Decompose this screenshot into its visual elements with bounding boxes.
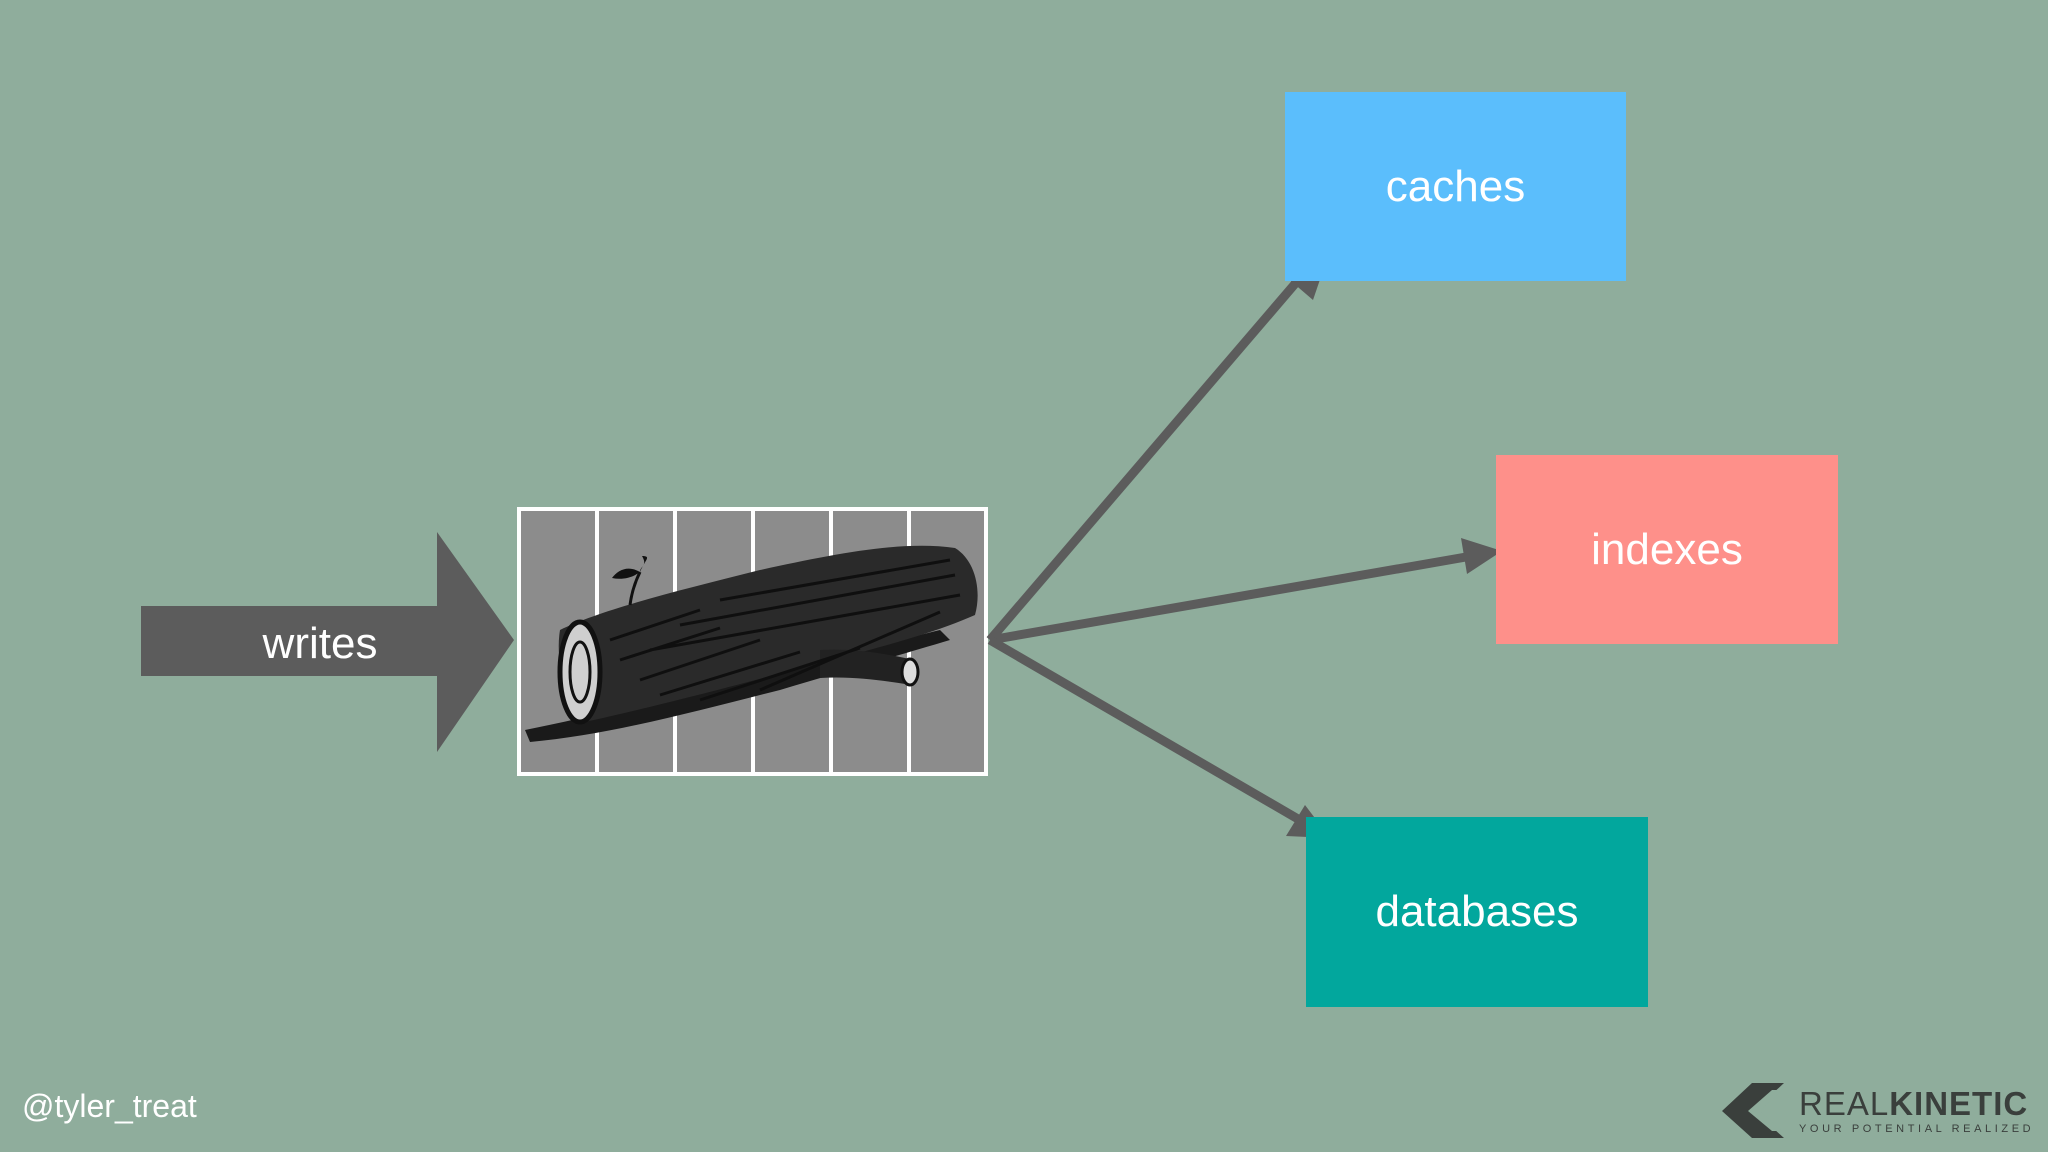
- indexes-label: indexes: [1591, 524, 1743, 574]
- brand-logo-icon: [1722, 1083, 1784, 1138]
- databases-box: databases: [1306, 817, 1648, 1007]
- caches-box: caches: [1285, 92, 1626, 281]
- brand-name-bold: KINETIC: [1889, 1085, 2029, 1122]
- brand-logo: REALKINETIC YOUR POTENTIAL REALIZED: [1715, 1080, 2034, 1142]
- brand-name: REALKINETIC: [1799, 1087, 2034, 1120]
- databases-label: databases: [1375, 887, 1579, 936]
- log-illustration: [525, 545, 978, 742]
- brand-logo-spacer: [1715, 1080, 1787, 1142]
- brand-text: REALKINETIC YOUR POTENTIAL REALIZED: [1799, 1087, 2034, 1135]
- output-arrows: [986, 256, 1502, 838]
- writes-label: writes: [262, 619, 378, 668]
- brand-name-light: REAL: [1799, 1085, 1890, 1122]
- indexes-box: indexes: [1496, 455, 1838, 644]
- writes-arrow: [141, 532, 514, 752]
- author-handle: @tyler_treat: [22, 1088, 197, 1124]
- brand-tagline: YOUR POTENTIAL REALIZED: [1799, 1123, 2035, 1135]
- caches-label: caches: [1385, 161, 1526, 211]
